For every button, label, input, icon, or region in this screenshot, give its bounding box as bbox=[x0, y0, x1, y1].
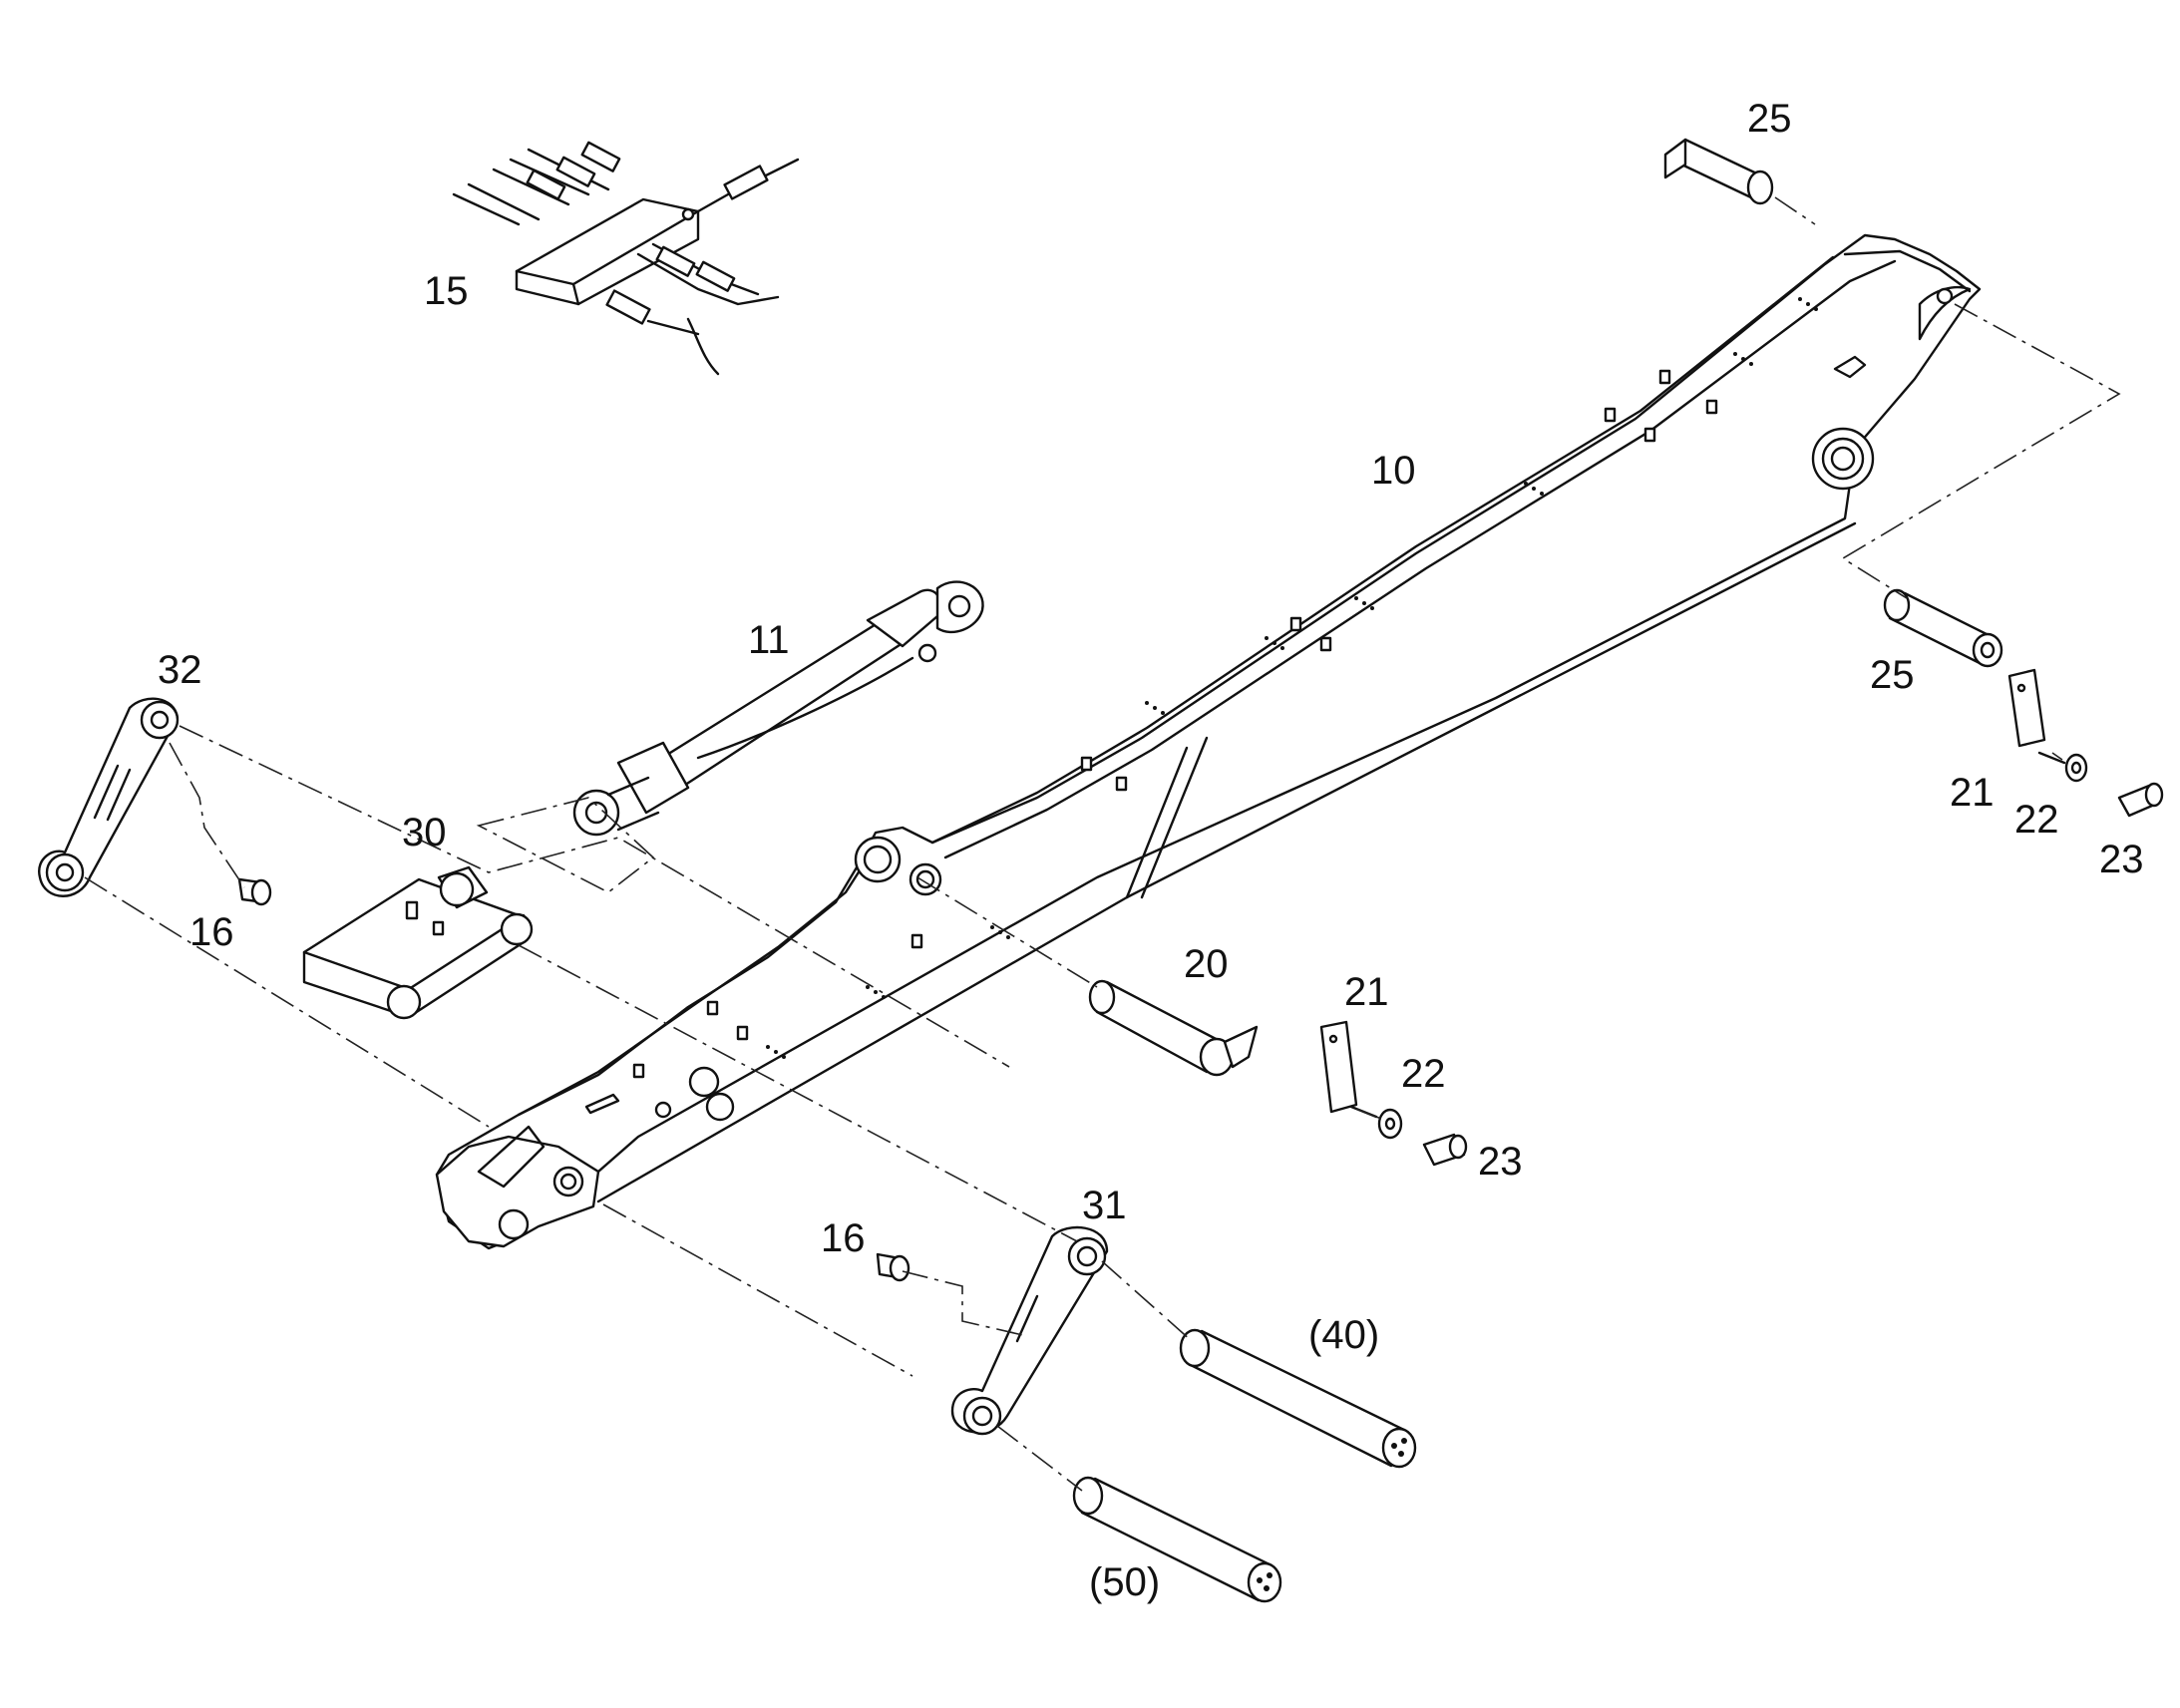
link-right-part bbox=[950, 1225, 1109, 1436]
assembly-lines bbox=[84, 196, 2121, 1492]
bolt-left-part bbox=[237, 877, 272, 906]
callout-40: (40) bbox=[1308, 1313, 1379, 1357]
callout-10: 10 bbox=[1371, 449, 1416, 493]
callout-25-right: 25 bbox=[1870, 653, 1915, 697]
pin-top-part bbox=[1663, 138, 1774, 205]
callout-31: 31 bbox=[1082, 1184, 1127, 1227]
callout-20: 20 bbox=[1184, 942, 1229, 986]
callout-32: 32 bbox=[158, 648, 202, 692]
foot-pin-part bbox=[1088, 979, 1259, 1077]
callout-30: 30 bbox=[402, 811, 447, 854]
cylinder-part bbox=[572, 580, 984, 837]
pin-right-part bbox=[1883, 588, 2003, 668]
callout-22-right: 22 bbox=[2014, 798, 2059, 842]
bracket-part bbox=[302, 865, 534, 1020]
callout-21-right: 21 bbox=[1950, 771, 1995, 815]
callout-22-center: 22 bbox=[1401, 1052, 1446, 1096]
link-left-part bbox=[38, 697, 180, 897]
hardware-right-part bbox=[2007, 668, 2164, 818]
callout-16-center: 16 bbox=[821, 1216, 866, 1260]
callout-25-top: 25 bbox=[1747, 97, 1792, 141]
callout-23-center: 23 bbox=[1478, 1140, 1523, 1184]
valve-block-part bbox=[452, 141, 800, 376]
callout-11: 11 bbox=[748, 618, 790, 662]
callout-21-center: 21 bbox=[1344, 970, 1389, 1014]
hardware-center-part bbox=[1319, 1020, 1468, 1167]
callout-23-right: 23 bbox=[2099, 838, 2144, 881]
callout-15: 15 bbox=[424, 269, 469, 313]
callout-16-left: 16 bbox=[189, 910, 234, 954]
pin-40-part bbox=[1179, 1328, 1417, 1469]
bolt-center-part bbox=[876, 1252, 910, 1282]
callout-50: (50) bbox=[1089, 1560, 1160, 1604]
pin-50-part bbox=[1072, 1476, 1282, 1603]
boom-part bbox=[435, 233, 1982, 1250]
